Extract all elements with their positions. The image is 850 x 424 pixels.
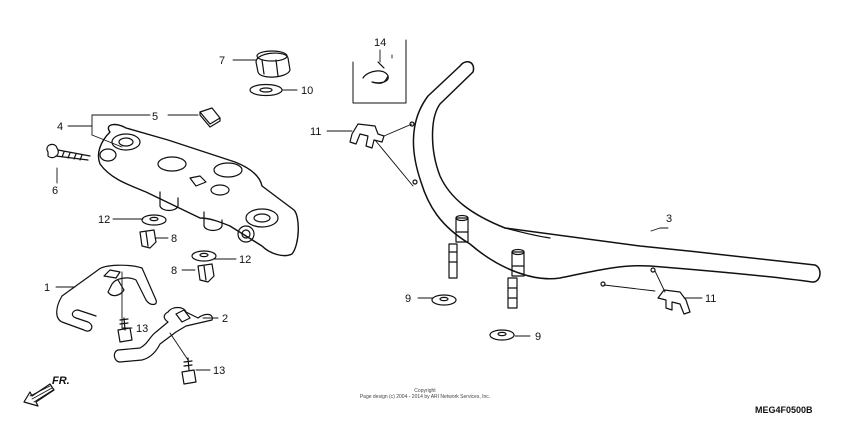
callout-11-upper: 11 — [310, 126, 321, 138]
cap-nut-7 — [255, 50, 291, 78]
clamp-11-lower — [657, 289, 691, 315]
front-direction-arrow-icon — [23, 383, 55, 407]
bolt-13-upper — [117, 317, 133, 343]
riser-post-left — [448, 214, 469, 279]
wire-holder-1 — [56, 264, 157, 332]
callout-5: 5 — [152, 111, 158, 123]
copyright-line-1: Copyright — [414, 388, 436, 394]
callout-9-lower: 9 — [535, 331, 541, 343]
washer-12-lower — [191, 250, 217, 262]
riser-post-right — [507, 248, 525, 309]
callout-2: 2 — [222, 313, 228, 325]
copyright-line-2: Page design (c) 2004 - 2014 by ARI Netwo… — [359, 394, 491, 400]
callout-3: 3 — [666, 213, 672, 225]
bolt-13-lower — [181, 357, 197, 385]
callout-12-upper: 12 — [98, 214, 110, 226]
callout-12-lower: 12 — [239, 254, 251, 266]
callout-7: 7 — [219, 55, 225, 67]
inset-14 — [352, 39, 407, 104]
callout-6: 6 — [52, 185, 58, 197]
top-bridge-4 — [97, 123, 299, 257]
clamp-11-upper — [349, 123, 385, 149]
callout-9-upper: 9 — [405, 293, 411, 305]
copyright-notice: Copyright Page design (c) 2004 - 2014 by… — [300, 388, 550, 400]
callout-1: 1 — [44, 282, 50, 294]
callout-11-lower: 11 — [705, 293, 716, 305]
callout-10: 10 — [301, 85, 313, 97]
callout-14: 14 — [374, 37, 386, 49]
callout-4: 4 — [57, 121, 63, 133]
handlebar — [409, 61, 821, 309]
callout-13-upper: 13 — [136, 323, 148, 335]
washer-9-lower — [489, 329, 515, 341]
washer-9-upper — [431, 294, 457, 306]
nut-8-lower — [197, 263, 215, 283]
callout-8-lower: 8 — [171, 265, 177, 277]
wire-holder-2 — [113, 306, 213, 363]
clip-14 — [362, 61, 389, 84]
washer-12-upper — [141, 214, 167, 226]
callout-numbers: 1 2 3 4 5 6 7 8 8 9 9 10 11 11 12 12 13 … — [44, 37, 716, 387]
callout-13-lower: 13 — [213, 365, 225, 377]
direction-label: FR. — [52, 375, 70, 387]
callout-8-upper: 8 — [171, 233, 177, 245]
nut-8-upper — [139, 229, 157, 249]
bolt-6 — [46, 143, 91, 161]
leader-lines — [55, 54, 703, 371]
plate-5 — [199, 107, 221, 128]
diagram-code: MEG4F0500B — [755, 405, 813, 415]
washer-10 — [249, 83, 283, 97]
